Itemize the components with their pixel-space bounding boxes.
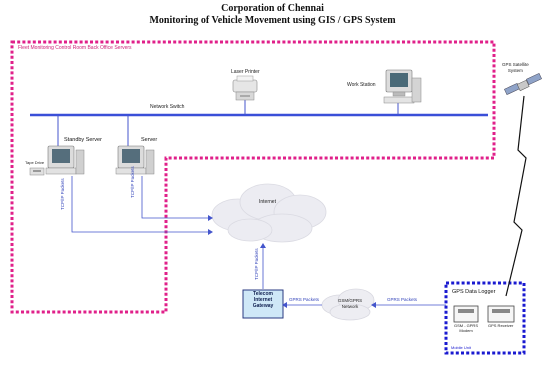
workstation-icon <box>384 70 421 103</box>
tape-drive-label: Tape Drive <box>25 160 44 165</box>
tcpip-gateway-label: TCP/IP Packets <box>254 248 259 280</box>
network-switch-label: Network Switch <box>150 104 184 110</box>
gps-receiver-box <box>488 306 514 322</box>
satellite-link <box>506 96 526 296</box>
gprs-right-label: GPRS Packets <box>387 297 417 302</box>
gsm-modem-label: GSM - GPRS Modem <box>450 323 482 333</box>
mobile-unit-label: Mobile Unit <box>451 345 471 350</box>
tape-drive-icon <box>30 168 44 175</box>
gprs-left-label: GPRS Packets <box>289 297 319 302</box>
gsm-modem-box <box>454 306 478 322</box>
control-room-label: Fleet Monitoring Control Room Back Offic… <box>18 45 132 51</box>
work-station-label: Work Station <box>347 82 376 88</box>
tcpip-standby-label: TCP/IP Packets <box>60 178 65 210</box>
server-label: Server <box>141 137 157 143</box>
tcpip-server-label: TCP/IP Packets <box>130 166 135 198</box>
server-icon <box>116 146 154 174</box>
telecom-gateway-label: Telecom Internet Gateway <box>243 291 283 309</box>
gps-data-logger-label: GPS Data Logger <box>452 289 495 295</box>
gps-satellite-icon <box>504 73 541 94</box>
gps-receiver-label: GPS Receiver <box>488 323 513 328</box>
internet-label: Internet <box>259 199 276 205</box>
standby-server-icon <box>46 146 84 174</box>
gps-satellite-label: GPS Satellite System <box>502 62 529 73</box>
gsm-network-label: GSM/GPRS Network <box>330 298 370 309</box>
laser-printer-label: Laser Printer <box>231 69 260 75</box>
laser-printer-icon <box>233 76 257 100</box>
standby-server-label: Standby Server <box>64 137 102 143</box>
internet-cloud-icon <box>212 184 326 242</box>
